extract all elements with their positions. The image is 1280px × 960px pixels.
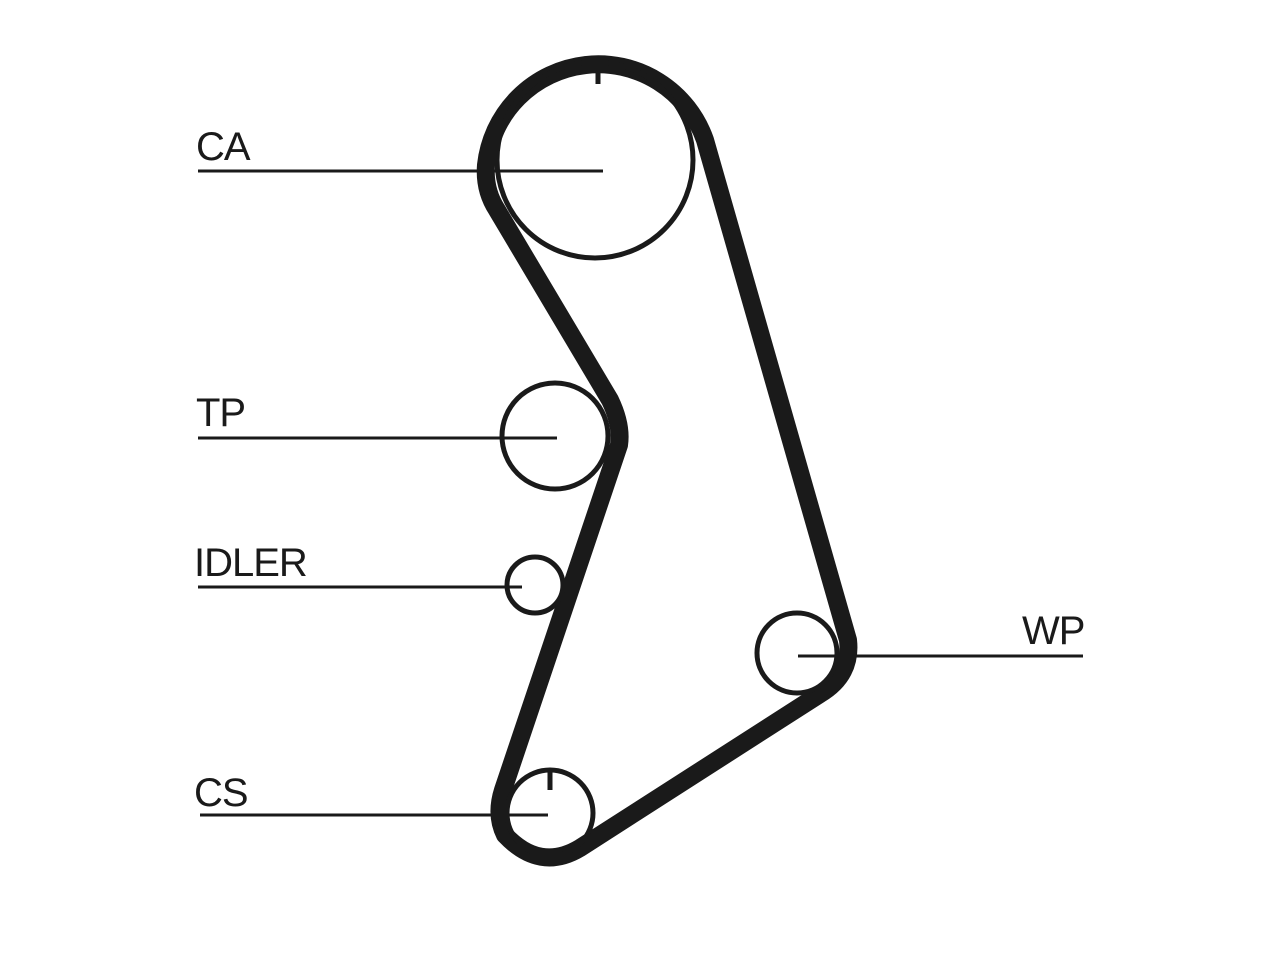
crankshaft-pulley xyxy=(504,767,596,859)
tensioner-pulley xyxy=(499,380,611,492)
camshaft-pulley xyxy=(494,59,696,261)
label-cs: CS xyxy=(194,771,248,815)
timing-belt xyxy=(476,55,858,867)
label-idler: IDLER xyxy=(194,541,307,585)
label-tp: TP xyxy=(196,391,245,435)
idler-pulley xyxy=(504,554,566,616)
water-pump-pulley xyxy=(754,610,840,696)
label-ca: CA xyxy=(196,125,251,169)
label-wp: WP xyxy=(1022,609,1084,653)
